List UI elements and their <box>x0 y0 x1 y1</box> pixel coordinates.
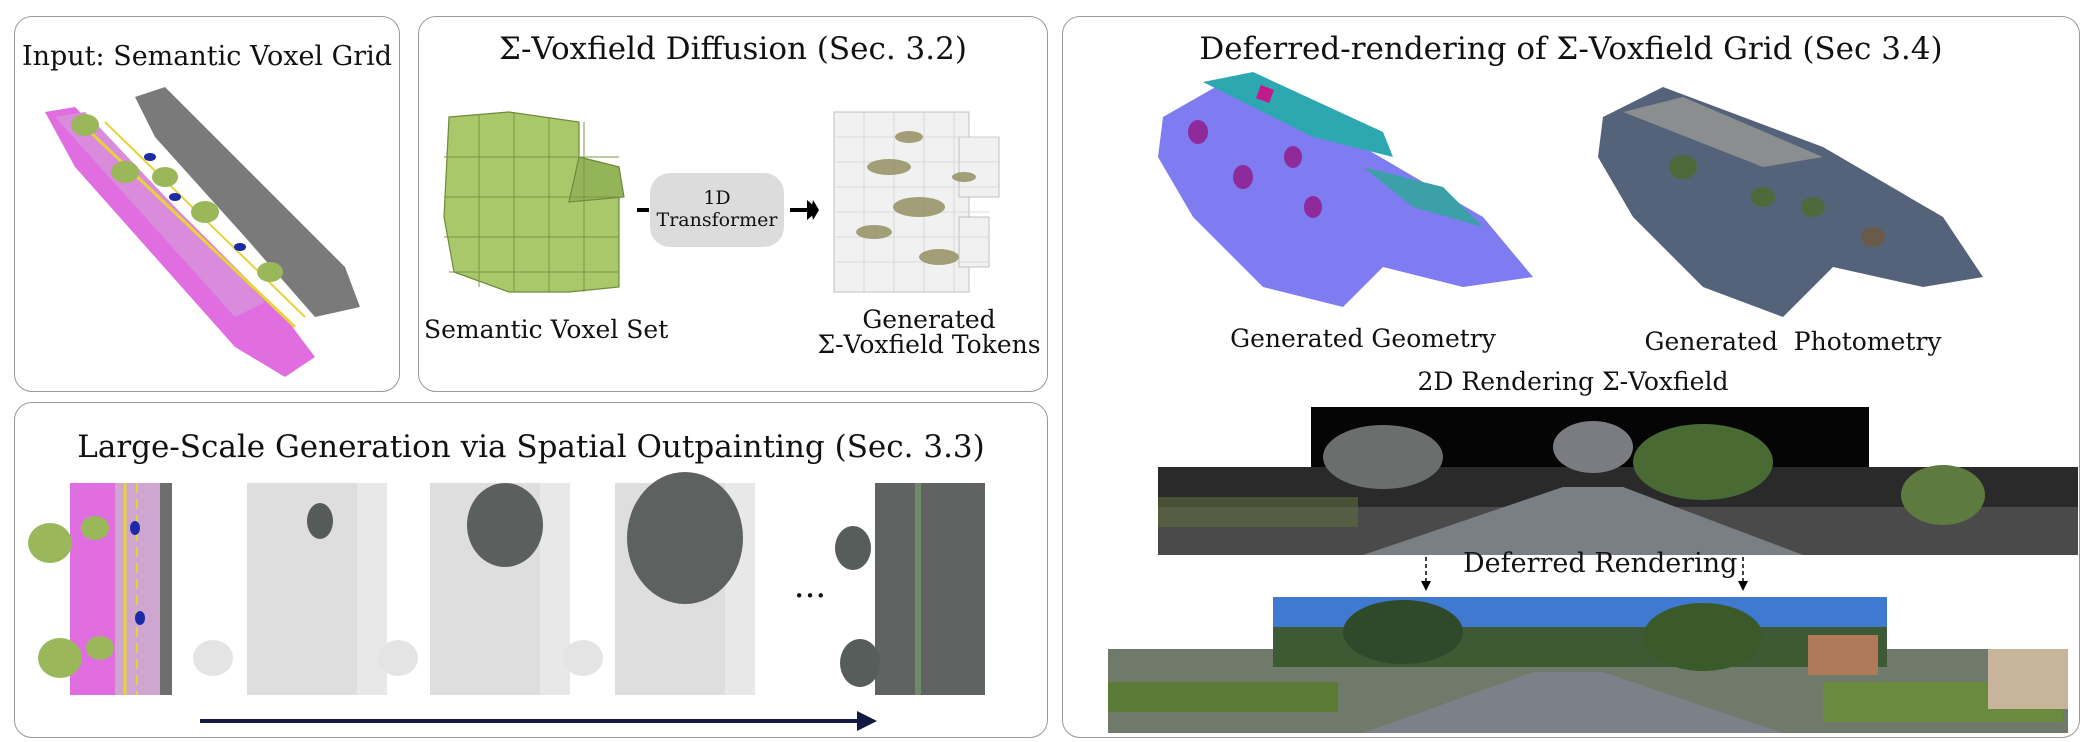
semantic-voxel-grid-image <box>45 87 360 377</box>
generated-geometry-caption: Generated Geometry <box>1230 324 1496 353</box>
outpainting-sequence-image <box>28 472 985 731</box>
transformer-label: Transformer <box>656 209 778 231</box>
generated-tokens-caption-2: Σ-Voxfield Tokens <box>817 330 1041 359</box>
render-panel: Deferred-rendering of Σ-Voxfield Grid (S… <box>1062 16 2080 738</box>
outpaint-panel-title: Large-Scale Generation via Spatial Outpa… <box>77 429 985 465</box>
generated-tokens-caption-1: Generated <box>862 305 996 334</box>
render-panel-title: Deferred-rendering of Σ-Voxfield Grid (S… <box>1199 31 1943 67</box>
outpaint-panel: Large-Scale Generation via Spatial Outpa… <box>14 402 1048 738</box>
generated-geometry-image <box>1108 72 2078 733</box>
transformer-label-1d: 1D <box>703 187 731 209</box>
transformer-block: 1D Transformer <box>650 173 784 247</box>
outpaint-ellipsis: ... <box>793 566 827 606</box>
generated-photometry-caption: Generated Photometry <box>1644 327 1942 356</box>
deferred-rendering-caption: Deferred Rendering <box>1463 548 1738 579</box>
input-panel: Input: Semantic Voxel Grid <box>14 16 400 392</box>
2d-rendering-caption: 2D Rendering Σ-Voxfield <box>1417 367 1729 396</box>
diffusion-panel-title: Σ-Voxfield Diffusion (Sec. 3.2) <box>499 31 967 67</box>
input-panel-title: Input: Semantic Voxel Grid <box>21 41 393 72</box>
semantic-voxel-set-caption: Semantic Voxel Set <box>424 315 669 344</box>
diffusion-panel: Σ-Voxfield Diffusion (Sec. 3.2) <box>418 16 1048 392</box>
semantic-voxel-set-image <box>443 111 1000 293</box>
